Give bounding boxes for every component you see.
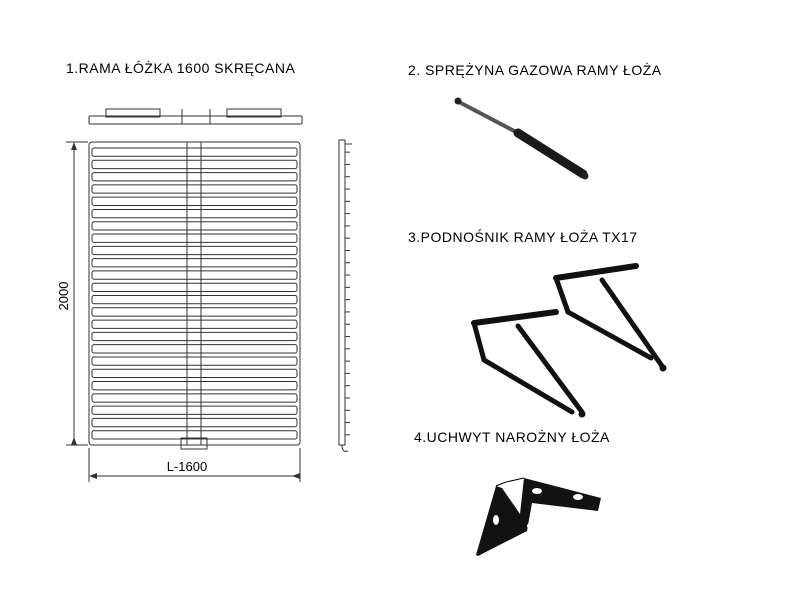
slat [91,417,298,428]
slat [91,196,298,206]
label-bed-frame: 1.RAMA ŁÓŻKA 1600 SKRĘCANA [66,60,296,76]
slat [91,405,298,415]
slat [91,368,298,379]
dimension-height [66,141,88,446]
dimension-width [88,448,301,482]
slat [91,221,298,231]
frame-side-view [338,139,352,452]
slat [91,430,298,440]
dimension-width-label: L-1600 [167,459,207,474]
slat [91,295,298,305]
slat [91,245,298,256]
label-corner-bracket: 4.UCHWYT NAROŻNY ŁOŻA [414,429,610,445]
slat [91,172,298,182]
slat [91,233,298,243]
frame-lifter-drawing [471,263,667,418]
frame-top-view [88,108,303,125]
dimension-height-label: 2000 [56,282,71,311]
label-frame-lifter: 3.PODNOŚNIK RAMY ŁOŻA TX17 [408,229,638,245]
slat [91,159,298,170]
label-gas-spring: 2. SPRĘŻYNA GAZOWA RAMY ŁOŻA [408,62,662,78]
slat [91,147,298,157]
slat [91,319,298,329]
slat [91,344,298,354]
slat [91,184,298,194]
frame-slats [91,147,298,440]
slat [91,331,298,342]
slat [91,393,298,403]
slat [91,282,298,293]
slat [91,307,298,317]
slat [91,270,298,280]
corner-bracket-drawing [476,477,601,556]
slat [91,381,298,391]
bed-frame-drawing [88,141,301,450]
slat [91,208,298,219]
slat [91,356,298,366]
side-view-ticks [345,151,350,436]
gas-spring-drawing [454,97,589,180]
slat [91,258,298,268]
